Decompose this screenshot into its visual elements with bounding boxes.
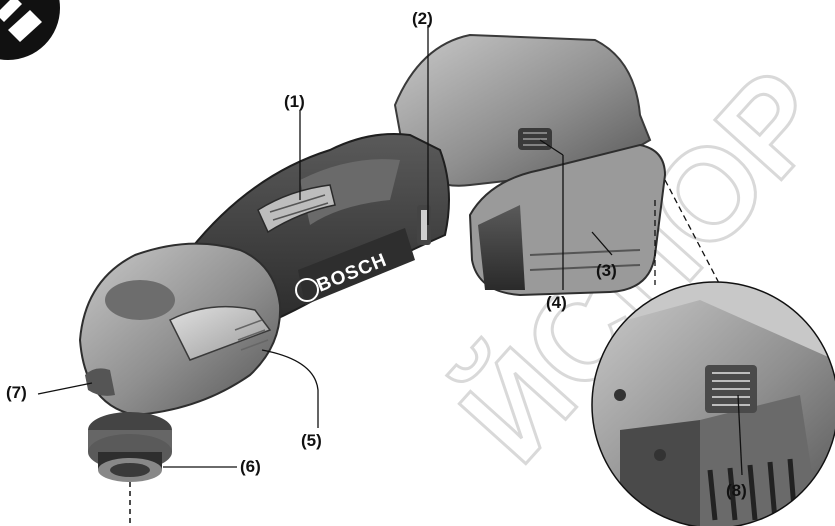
- callout-1: (1): [284, 92, 305, 111]
- on-off-switch: [257, 184, 336, 234]
- leader-lines: [37, 25, 743, 476]
- motor-housing: [393, 33, 652, 187]
- safety-manual-icon: [0, 0, 60, 60]
- multi-tool: BOSCH: [78, 33, 667, 526]
- tool-change-lever: [168, 305, 272, 361]
- detail-view: [591, 179, 835, 526]
- callout-5: (5): [301, 431, 322, 450]
- brand-panel: [298, 228, 415, 305]
- callouts: (1) (2) (3) (4) (5) (6) (7) (8): [6, 9, 747, 500]
- tool-holder: [88, 412, 172, 482]
- callout-7: (7): [6, 383, 27, 402]
- callout-6: (6): [240, 457, 261, 476]
- ventilation-slots: [85, 368, 115, 396]
- brand-logo: [295, 278, 319, 302]
- callout-2: (2): [412, 9, 433, 28]
- callout-8: (8): [726, 481, 747, 500]
- callout-3: (3): [596, 261, 617, 280]
- callout-4: (4): [546, 293, 567, 312]
